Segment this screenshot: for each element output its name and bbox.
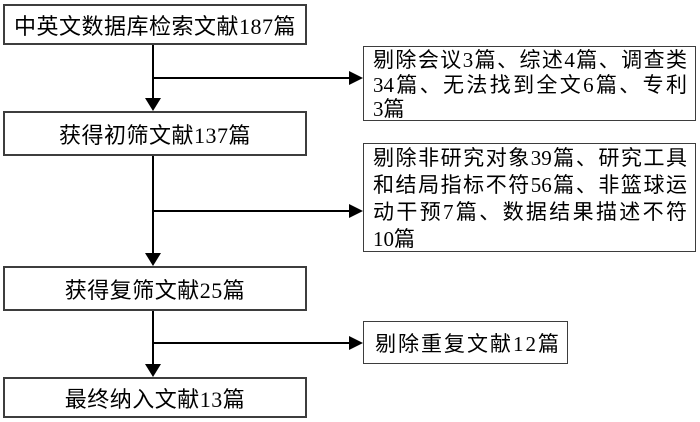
box-database-search-label: 中英文数据库检索文献187篇 [13,13,296,39]
excluded-second-line-3: 动干预7篇、数据结果描述不符 [373,200,687,224]
connector-vertical-2 [152,156,154,254]
excluded-first-line-1: 剔除会议3篇、综述4篇、调查类 [373,48,687,72]
connector-vertical-3 [152,311,154,365]
down-arrowhead-2-icon [145,253,161,266]
box-initial-screening-label: 获得初筛文献137篇 [58,122,251,148]
box-excluded-first-screening: 剔除会议3篇、综述4篇、调查类 34篇、无法找到全文6篇、专利 3篇 [363,46,696,121]
box-excluded-second-screening: 剔除非研究对象39篇、研究工具 和结局指标不符56篇、非篮球运 动干预7篇、数据… [363,143,696,252]
right-arrowhead-1-icon [349,71,363,85]
right-arrowhead-2-icon [349,204,363,218]
box-initial-screening: 获得初筛文献137篇 [3,111,307,156]
box-final-inclusion: 最终纳入文献13篇 [3,377,307,418]
connector-vertical-1 [152,45,154,100]
excluded-second-line-4: 10篇 [373,227,415,251]
excluded-second-line-1: 剔除非研究对象39篇、研究工具 [373,146,687,170]
excluded-first-line-3: 3篇 [373,97,405,121]
box-excluded-duplicates: 剔除重复文献12篇 [363,321,568,364]
down-arrowhead-1-icon [145,98,161,111]
connector-horizontal-2 [153,210,350,212]
down-arrowhead-3-icon [145,364,161,377]
connector-horizontal-1 [153,77,350,79]
right-arrowhead-3-icon [349,336,363,350]
excluded-first-line-2: 34篇、无法找到全文6篇、专利 [373,72,687,97]
box-database-search: 中英文数据库检索文献187篇 [3,4,307,45]
excluded-duplicates-label: 剔除重复文献12篇 [375,332,561,356]
box-second-screening-label: 获得复筛文献25篇 [64,277,246,303]
excluded-second-line-2: 和结局指标不符56篇、非篮球运 [373,173,687,197]
connector-horizontal-3 [153,342,350,344]
box-final-inclusion-label: 最终纳入文献13篇 [64,386,246,412]
box-second-screening: 获得复筛文献25篇 [3,266,307,311]
